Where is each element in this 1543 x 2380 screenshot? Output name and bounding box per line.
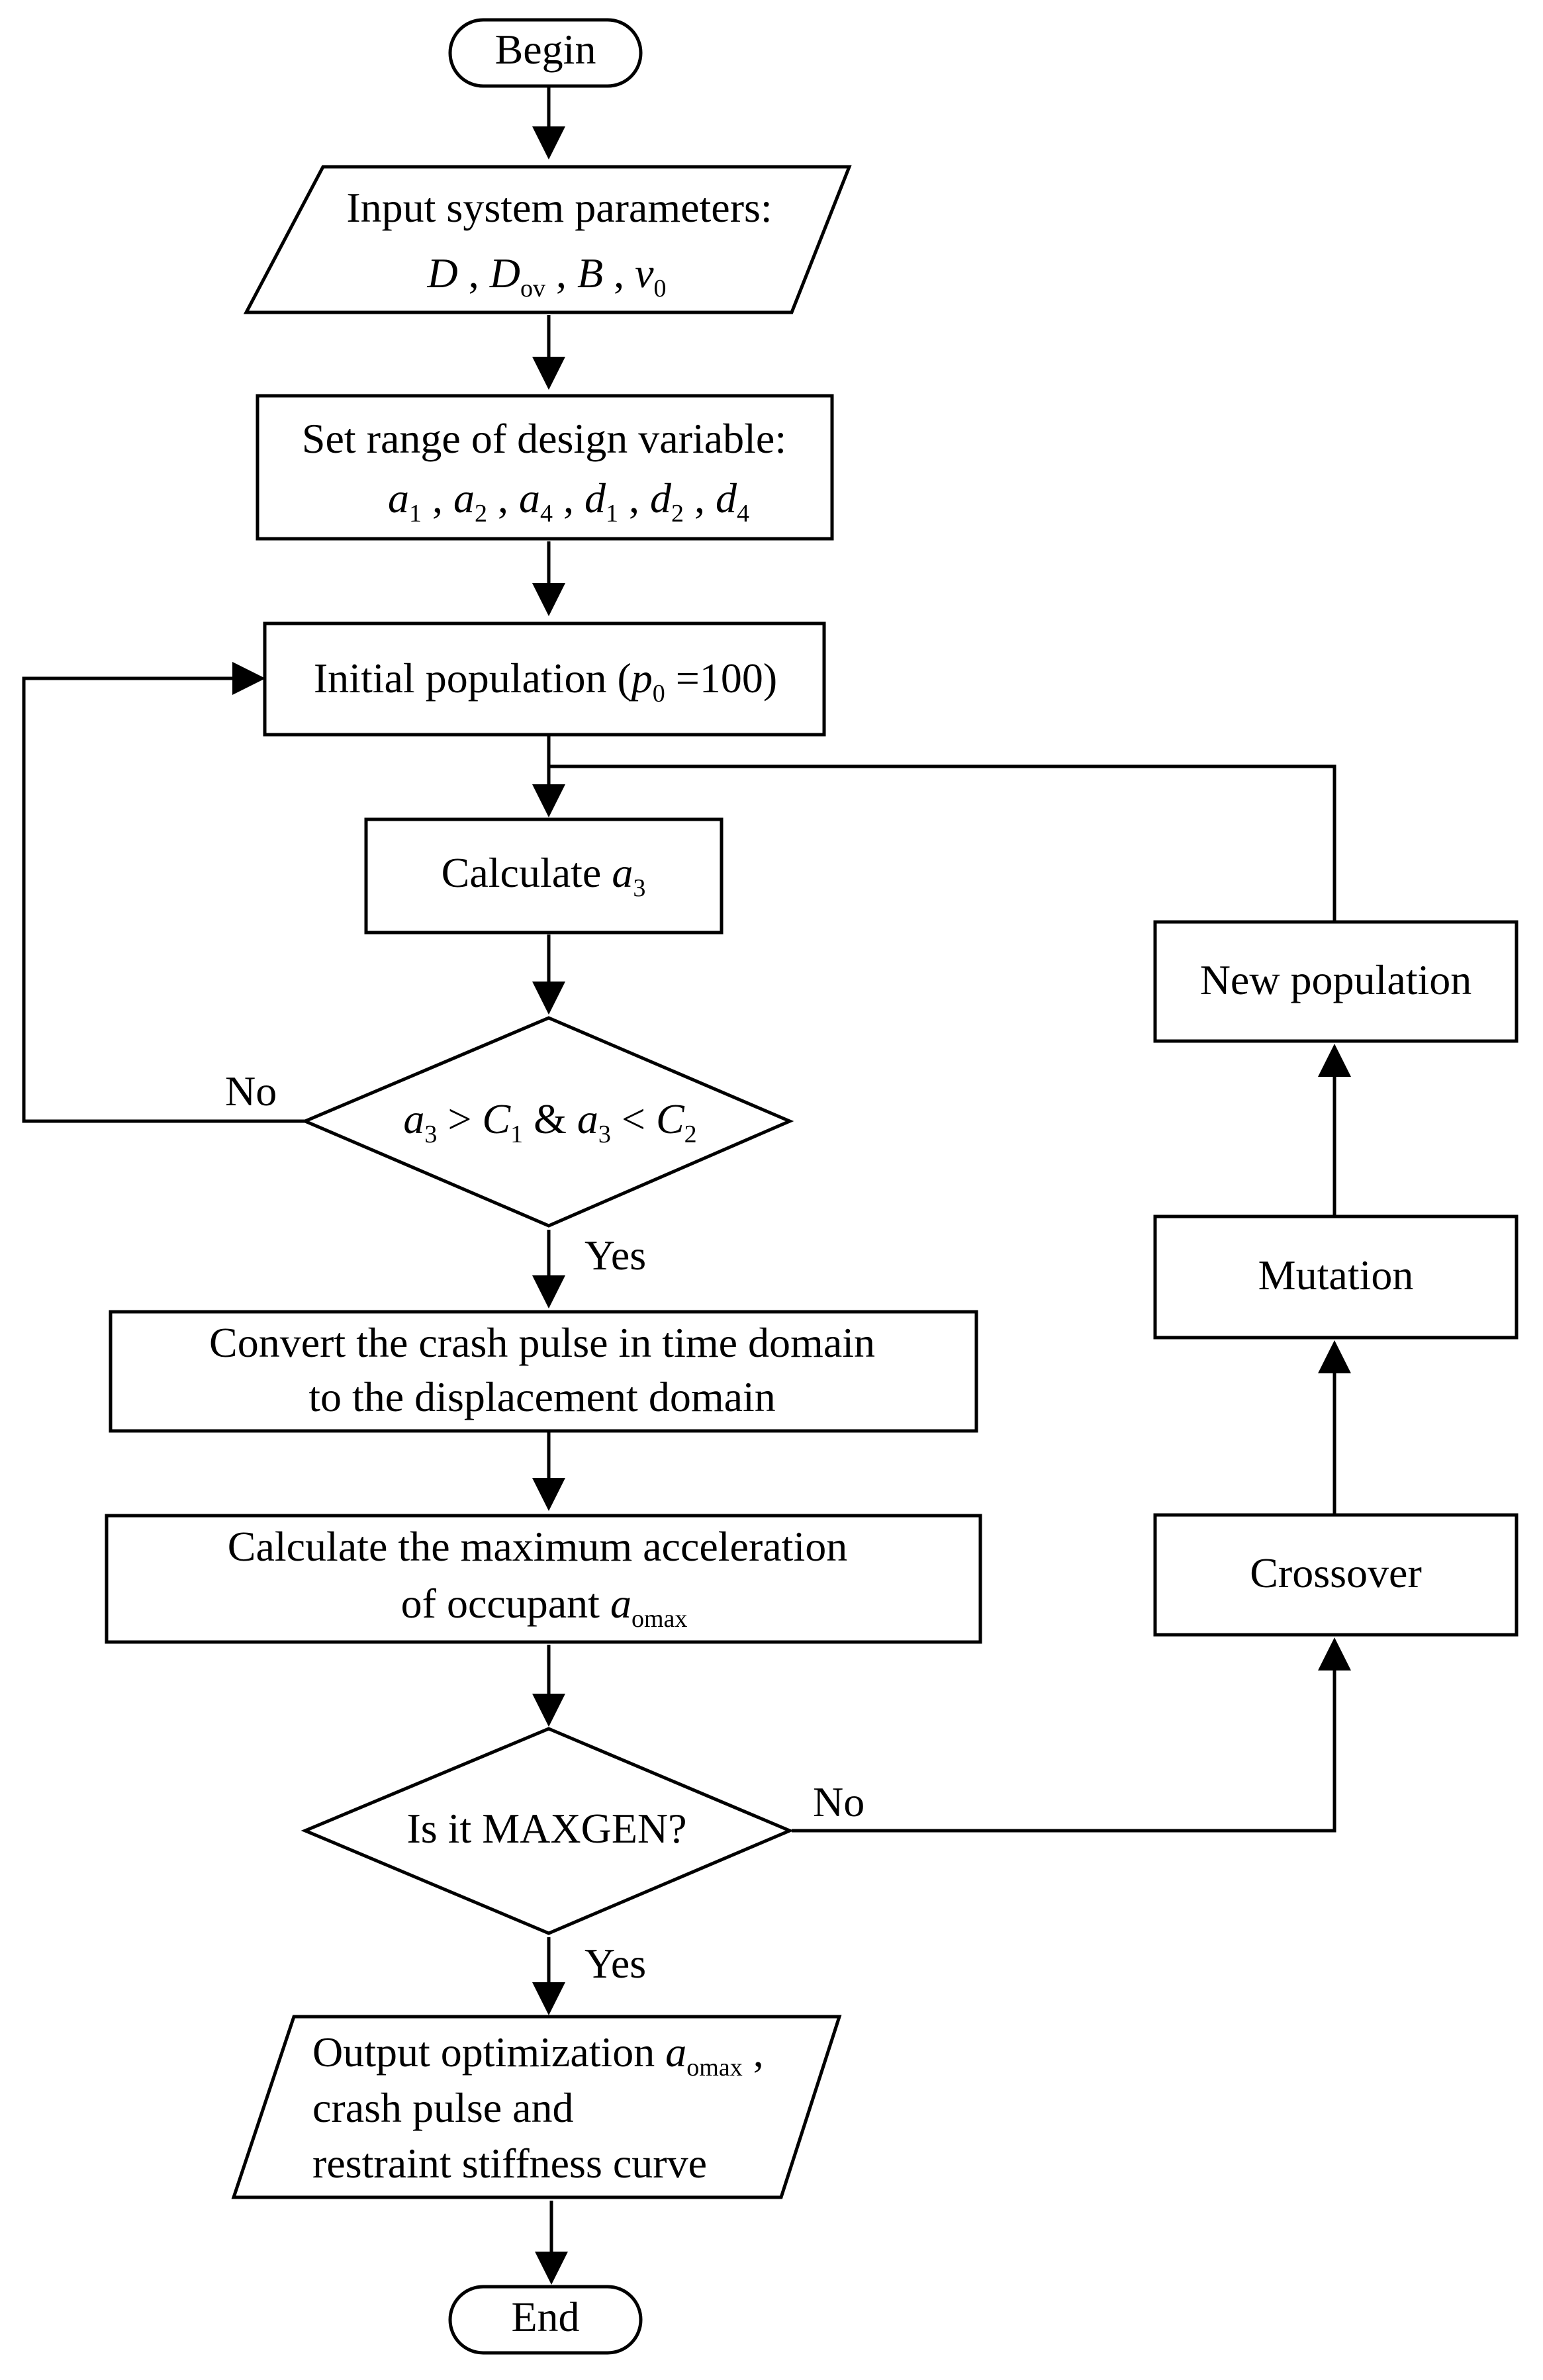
calculate-a3-label: Calculate a3 [442,849,646,902]
input-parameters-vars: D , Dov , B , v0 [427,250,667,302]
output-line3: restraint stiffness curve [312,2140,707,2187]
convert-line2: to the displacement domain [308,1373,776,1420]
maxgen-decision-node: Is it MAXGEN? [301,1727,794,1935]
maxgen-label: Is it MAXGEN? [406,1805,686,1852]
begin-label: Begin [495,26,596,73]
output-node: Output optimization aomax , crash pulse … [231,2015,842,2199]
maxgen-yes-label: Yes [584,1940,646,1987]
output-line2: crash pulse and [312,2084,574,2131]
condition-no-label: No [225,1068,277,1115]
max-acceleration-node: Calculate the maximum acceleration of oc… [105,1514,982,1644]
initial-population-node: Initial population (p0 =100) [263,621,826,737]
begin-terminal: Begin [448,18,643,88]
end-label: End [511,2293,579,2340]
max-acceleration-line1: Calculate the maximum acceleration [228,1523,847,1570]
output-line1: Output optimization aomax , [312,2029,764,2082]
max-acceleration-line2: of occupant aomax [401,1580,688,1633]
new-population-label: New population [1200,956,1472,1003]
mutation-label: Mutation [1258,1252,1414,1299]
initial-population-label: Initial population (p0 =100) [314,655,777,708]
edge-newpop-feedback [549,764,1336,922]
condition-decision-node: a3 > C1 & a3 < C2 [301,1016,794,1228]
maxgen-no-label: No [813,1778,865,1825]
crossover-node: Crossover [1153,1513,1519,1637]
end-terminal: End [448,2285,643,2355]
mutation-node: Mutation [1153,1214,1519,1340]
design-variable-range-node: Set range of design variable: a1 , a2 , … [256,394,834,541]
convert-crash-pulse-node: Convert the crash pulse in time domain t… [109,1310,978,1433]
calculate-a3-node: Calculate a3 [364,817,724,935]
input-parameters-title: Input system parameters: [346,184,772,231]
edge-maxgen-no-crossover [792,1637,1351,1833]
design-variable-range-vars: a1 , a2 , a4 , d1 , d2 , d4 [388,475,749,527]
condition-label: a3 > C1 & a3 < C2 [403,1095,696,1148]
convert-line1: Convert the crash pulse in time domain [209,1319,875,1366]
crossover-label: Crossover [1250,1549,1422,1596]
edge-condition-no-loop [22,662,305,1123]
condition-yes-label: Yes [584,1232,646,1279]
new-population-node: New population [1153,920,1519,1043]
design-variable-range-title: Set range of design variable: [302,415,786,462]
input-parameters-node: Input system parameters: D , Dov , B , v… [243,165,852,314]
